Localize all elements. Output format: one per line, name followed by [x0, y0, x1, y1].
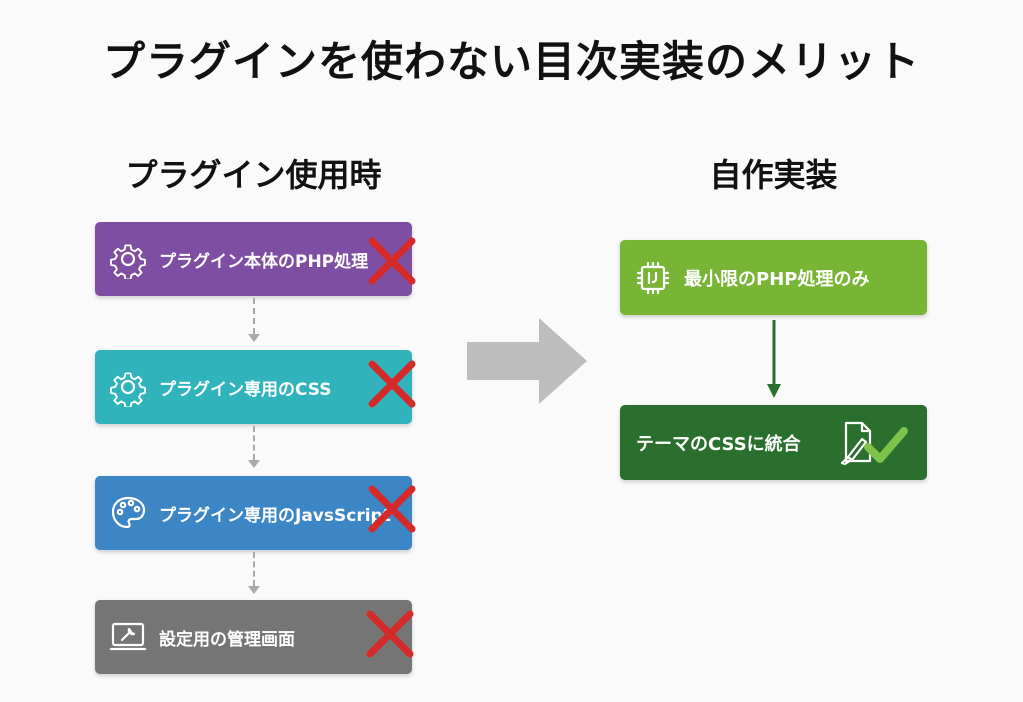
- dashed-arrow-head: [248, 334, 260, 342]
- right-column-heading: 自作実装: [709, 156, 838, 194]
- plugin-css-label: プラグイン専用のCSS: [159, 379, 332, 400]
- check-mark-icon: [864, 427, 908, 463]
- left-column-heading: プラグイン使用時: [125, 156, 382, 194]
- theme-css-label: テーマのCSSに統合: [636, 433, 801, 455]
- cross-mark-icon: [366, 610, 414, 658]
- cross-mark-icon: [368, 237, 416, 285]
- dashed-arrow-head: [248, 586, 260, 594]
- theme-css-box: テーマのCSSに統合: [620, 405, 927, 480]
- dashed-connector: [253, 298, 255, 334]
- cross-mark-icon: [368, 360, 416, 408]
- plugin-js-label: プラグイン専用のJavsScript: [159, 505, 391, 526]
- plugin-php-label: プラグイン本体のPHP処理: [159, 251, 369, 272]
- dashed-connector: [253, 552, 255, 586]
- plugin-php-box: プラグイン本体のPHP処理: [95, 222, 412, 296]
- big-right-arrow: [467, 318, 587, 404]
- minimal-php-label: 最小限のPHP処理のみ: [684, 268, 870, 290]
- plugin-css-box: プラグイン専用のCSS: [95, 350, 412, 424]
- gear-icon: [107, 238, 149, 280]
- plugin-js-box: プラグイン専用のJavsScript: [95, 476, 412, 550]
- admin-screen-label: 設定用の管理画面: [159, 629, 295, 650]
- minimal-php-box: 最小限のPHP処理のみ: [620, 240, 927, 315]
- dashed-arrow-head: [248, 460, 260, 468]
- cross-mark-icon: [368, 485, 416, 533]
- page-title: プラグインを使わない目次実装のメリット: [102, 37, 920, 86]
- monitor-wrench-icon: [107, 616, 149, 658]
- admin-screen-box: 設定用の管理画面: [95, 600, 412, 674]
- dashed-connector: [253, 426, 255, 460]
- document-brush-icon: [838, 417, 918, 473]
- chip-icon: [632, 257, 674, 299]
- down-arrow-connector: [767, 320, 781, 398]
- gear-icon: [107, 366, 149, 408]
- palette-icon: [107, 492, 149, 534]
